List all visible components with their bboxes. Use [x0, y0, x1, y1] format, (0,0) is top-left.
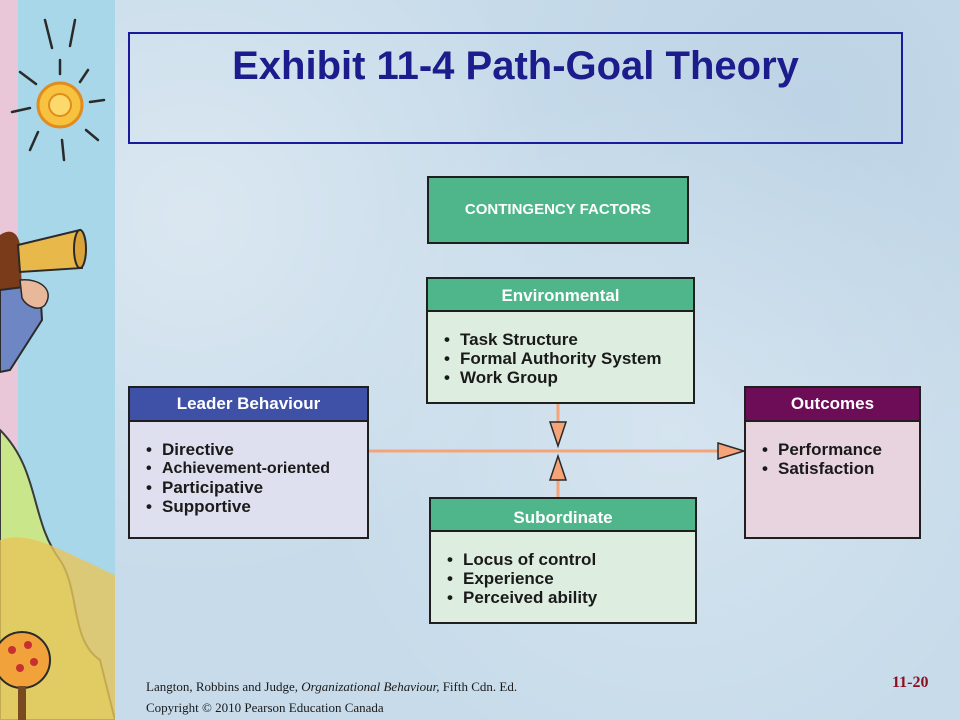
title-frame: Exhibit 11-4 Path-Goal Theory	[128, 32, 903, 144]
contingency-factors-label: CONTINGENCY FACTORS	[464, 201, 652, 218]
environmental-list: Task Structure Formal Authority System W…	[428, 312, 693, 387]
environmental-box: Environmental Task Structure Formal Auth…	[426, 277, 695, 404]
footer-edition: Fifth Cdn. Ed.	[439, 679, 518, 694]
list-item: Supportive	[144, 497, 367, 516]
contingency-factors-box: CONTINGENCY FACTORS	[427, 176, 689, 244]
list-item: Experience	[445, 569, 695, 588]
page-title: Exhibit 11-4 Path-Goal Theory	[232, 44, 799, 88]
list-item: Directive	[144, 440, 367, 459]
list-item: Satisfaction	[760, 459, 919, 478]
footer-source: Langton, Robbins and Judge, Organization…	[146, 676, 517, 697]
list-item: Performance	[760, 440, 919, 459]
outcomes-box: Outcomes Performance Satisfaction	[744, 386, 921, 539]
leader-behaviour-box: Leader Behaviour Directive Achievement-o…	[128, 386, 369, 539]
list-item: Achievement-oriented	[144, 459, 367, 478]
list-item: Locus of control	[445, 550, 695, 569]
list-item: Perceived ability	[445, 588, 695, 607]
slide-number: 11-20	[892, 674, 929, 691]
subordinate-header: Subordinate	[431, 499, 695, 532]
footer-citation: Langton, Robbins and Judge, Organization…	[146, 676, 517, 718]
outcomes-list: Performance Satisfaction	[746, 422, 919, 478]
footer-book-title: Organizational Behaviour,	[301, 679, 440, 694]
subordinate-box: Subordinate Locus of control Experience …	[429, 497, 697, 624]
footer-authors: Langton, Robbins and Judge,	[146, 679, 302, 694]
footer-copyright: Copyright © 2010 Pearson Education Canad…	[146, 700, 384, 715]
subordinate-list: Locus of control Experience Perceived ab…	[431, 532, 695, 607]
list-item: Formal Authority System	[442, 349, 693, 368]
list-item: Task Structure	[442, 330, 693, 349]
list-item: Participative	[144, 478, 367, 497]
leader-behaviour-header: Leader Behaviour	[130, 388, 367, 422]
leader-behaviour-list: Directive Achievement-oriented Participa…	[130, 422, 367, 516]
list-item: Work Group	[442, 368, 693, 387]
outcomes-header: Outcomes	[746, 388, 919, 422]
tree-icon	[0, 631, 51, 720]
environmental-header: Environmental	[428, 279, 693, 312]
sun-icon	[10, 18, 106, 162]
person-with-spyglass-icon	[0, 228, 87, 374]
sidebar-illustration	[0, 0, 115, 720]
